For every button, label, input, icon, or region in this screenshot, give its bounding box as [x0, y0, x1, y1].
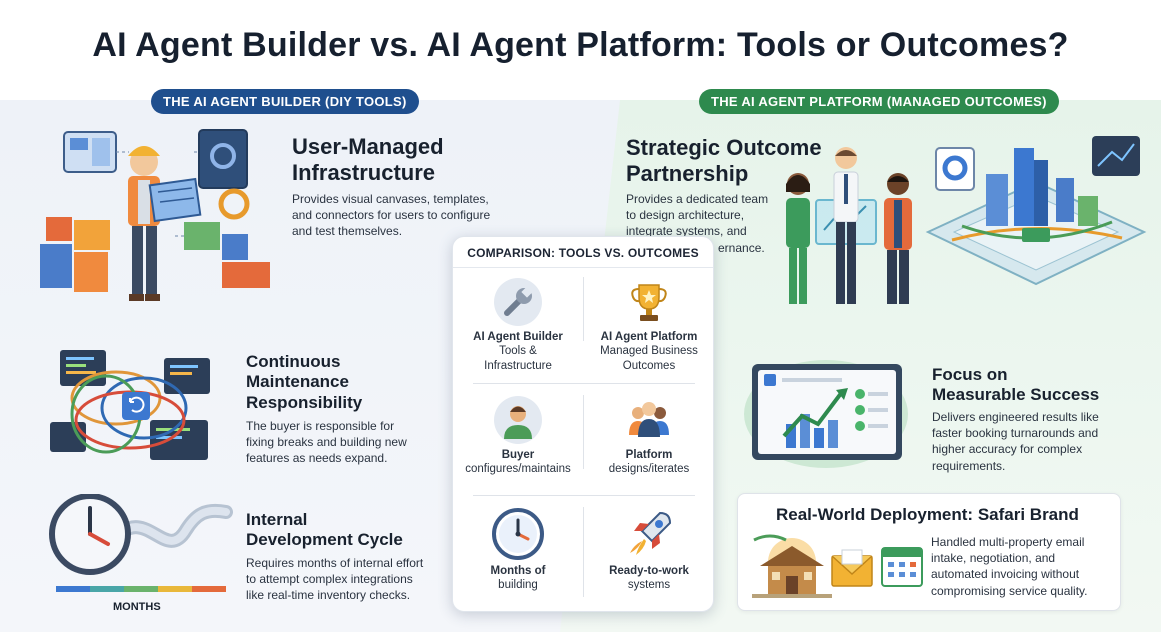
- builder-cell-line: building: [498, 579, 538, 592]
- row-divider: [473, 495, 695, 496]
- safari-lodge-email-calendar-illustration: [752, 534, 923, 598]
- builder-body-infrastructure: Provides visual canvases, templates, and…: [292, 192, 491, 239]
- strategy-team-illustration: [786, 147, 912, 304]
- platform-cell-line: Managed Business: [600, 345, 698, 358]
- page-title: AI Agent Builder vs. AI Agent Platform: …: [92, 26, 1069, 64]
- builder-cell-title: AI Agent Builder: [473, 331, 563, 343]
- comparison-builder-cell: AI Agent Builder Tools & Infrastructure: [453, 277, 583, 373]
- trophy-icon: [631, 284, 667, 321]
- builder-body-maintenance: The buyer is responsible for fixing brea…: [246, 419, 407, 466]
- engineer-blueprint-illustration: [40, 129, 270, 301]
- tangled-code-loops-illustration: [50, 350, 210, 460]
- safari-deployment-heading: Real-World Deployment: Safari Brand: [776, 505, 1079, 524]
- column-divider: [583, 395, 584, 469]
- wrench-icon: [494, 278, 542, 326]
- platform-cell-title: AI Agent Platform: [600, 331, 698, 343]
- builder-heading-development: Internal Development Cycle: [246, 510, 403, 550]
- safari-deployment-card: Real-World Deployment: Safari Brand Hand…: [737, 493, 1121, 611]
- smart-city-illustration: [925, 136, 1147, 286]
- builder-body-development: Requires months of internal effort to at…: [246, 556, 424, 603]
- comparison-platform-cell: Ready-to-work systems: [584, 507, 714, 593]
- builder-heading-infrastructure: User-Managed Infrastructure: [292, 134, 444, 186]
- column-divider: [583, 507, 584, 597]
- person-icon: [494, 396, 542, 444]
- platform-cell-title: Platform: [625, 449, 673, 461]
- builder-cell-line: configures/maintains: [465, 463, 571, 476]
- builder-cell-title: Buyer: [501, 449, 535, 461]
- timeline-months-label: MONTHS: [113, 601, 161, 613]
- platform-cell-line: systems: [627, 579, 671, 592]
- platform-heading-partnership: Strategic Outcome Partnership: [626, 135, 822, 187]
- clock-icon: [492, 508, 544, 560]
- platform-cell-line: designs/iterates: [608, 463, 690, 476]
- comparison-platform-cell: Platform designs/iterates: [584, 395, 714, 477]
- builder-heading-maintenance: Continuous Maintenance Responsibility: [246, 352, 363, 412]
- comparison-platform-cell: AI Agent Platform Managed Business Outco…: [584, 277, 714, 373]
- builder-cell-line: Tools &: [499, 345, 537, 358]
- platform-heading-success: Focus on Measurable Success: [932, 365, 1100, 405]
- platform-cell-line: Outcomes: [622, 359, 676, 372]
- platform-cell-title: Ready-to-work: [609, 565, 689, 577]
- column-divider: [583, 277, 584, 341]
- comparison-builder-cell: Buyer configures/maintains: [453, 395, 583, 477]
- comparison-card: COMPARISON: TOOLS VS. OUTCOMES AI Agent …: [452, 236, 714, 612]
- builder-cell-line: Infrastructure: [484, 359, 552, 372]
- safari-deployment-body: Handled multi-property email intake, neg…: [931, 535, 1088, 598]
- row-divider: [473, 383, 695, 384]
- team-icon: [629, 402, 669, 437]
- platform-body-partnership: Provides a dedicated team to design arch…: [626, 192, 769, 255]
- builder-section-pill: THE AI AGENT BUILDER (DIY TOOLS): [151, 89, 419, 114]
- builder-cell-title: Months of: [490, 565, 546, 577]
- comparison-builder-cell: Months of building: [453, 507, 583, 593]
- rocket-icon: [630, 511, 672, 555]
- comparison-title: COMPARISON: TOOLS VS. OUTCOMES: [467, 246, 699, 260]
- long-timeline-clock-illustration: [49, 494, 233, 592]
- success-dashboard-illustration: [744, 360, 908, 468]
- comparison-title-divider: [453, 267, 713, 268]
- platform-section-pill: THE AI AGENT PLATFORM (MANAGED OUTCOMES): [699, 89, 1059, 114]
- platform-body-success: Delivers engineered results like faster …: [932, 410, 1099, 473]
